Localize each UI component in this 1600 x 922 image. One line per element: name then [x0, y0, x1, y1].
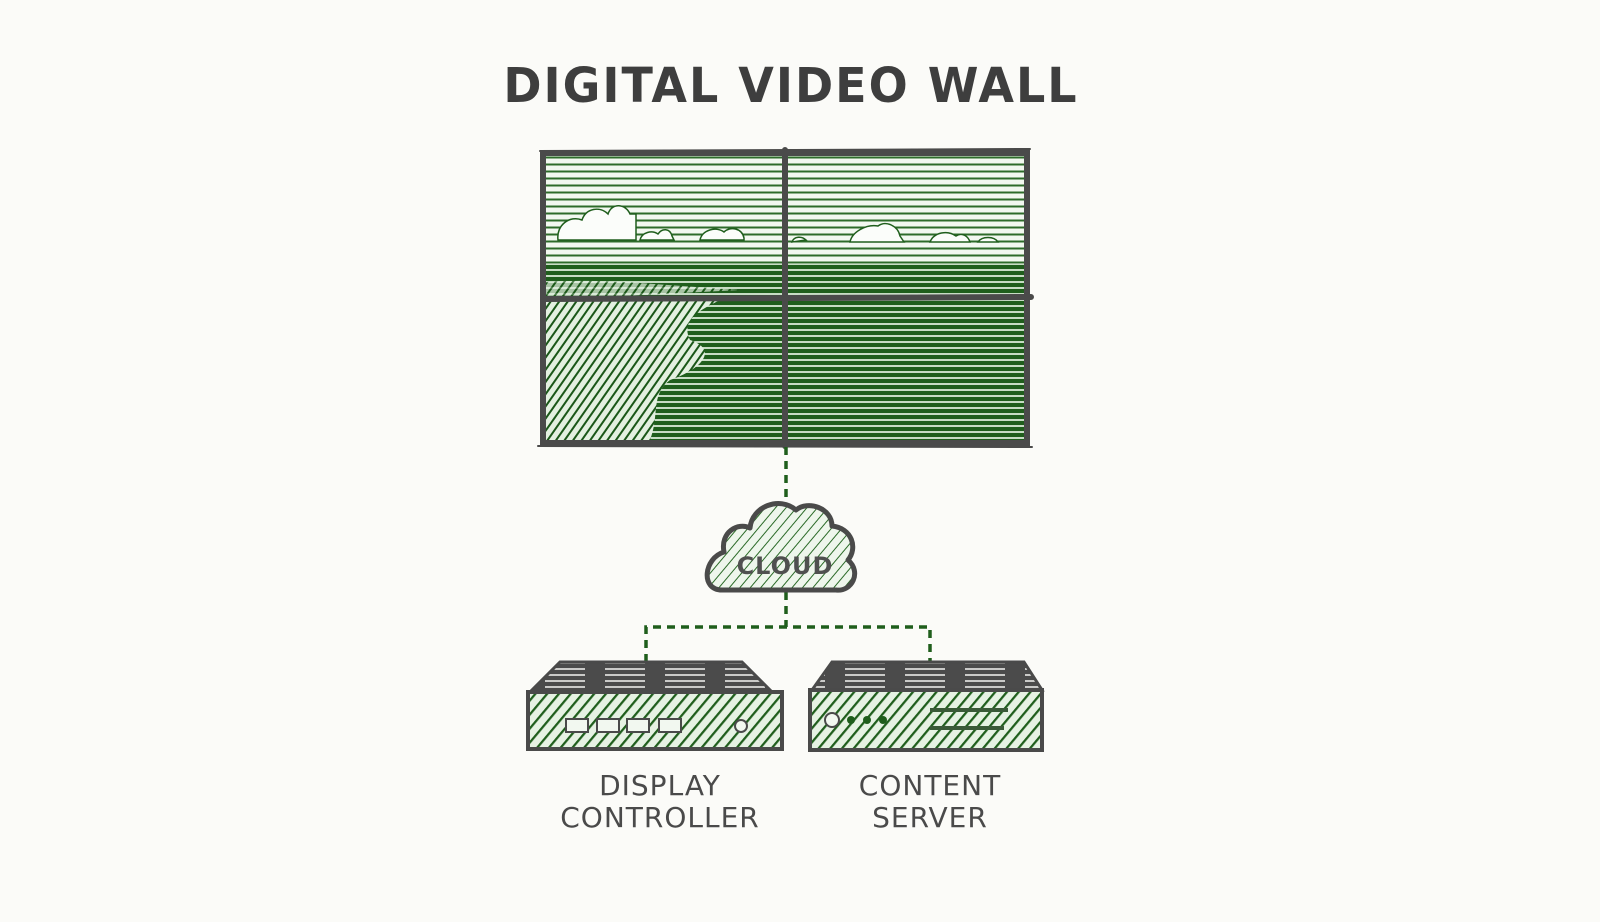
display-controller-label-line2: CONTROLLER — [560, 801, 760, 834]
content-server-label-line2: SERVER — [872, 801, 988, 834]
cloud-icon — [704, 501, 858, 593]
diagram-title: DIGITAL VIDEO WALL — [503, 56, 1079, 114]
edge-junction-devices — [644, 625, 932, 662]
video-wall — [537, 147, 1034, 449]
cloud-node — [704, 501, 858, 593]
content-server-front — [808, 688, 1044, 752]
display-controller-label: DISPLAY CONTROLLER — [555, 770, 765, 834]
cloud-label: CLOUD — [736, 552, 834, 580]
clouds — [557, 205, 1000, 243]
content-server-label: CONTENT SERVER — [830, 770, 1030, 834]
content-server-label-line1: CONTENT — [858, 769, 1002, 802]
power-button-icon — [734, 719, 748, 733]
display-controller-label-line1: DISPLAY — [599, 769, 721, 802]
display-controller-device — [526, 660, 784, 751]
connectors — [644, 447, 932, 662]
port-icons — [565, 718, 748, 733]
wall-frame — [537, 147, 1034, 449]
drive-slots — [930, 708, 1008, 730]
indicator-lights — [824, 712, 887, 728]
wall-land — [546, 300, 720, 440]
content-server-device — [808, 660, 1045, 752]
